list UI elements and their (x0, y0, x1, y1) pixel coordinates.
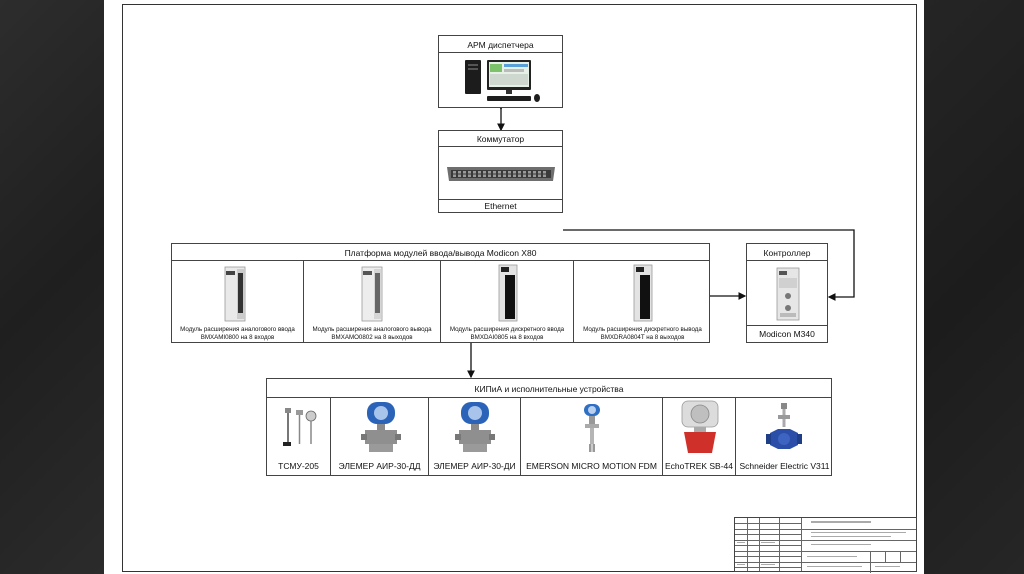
device-cell: Schneider Electric V311 (736, 398, 833, 475)
device-label: Schneider Electric V311 (739, 461, 830, 471)
module-cell: Модуль расширения аналогового ввода BMXA… (172, 261, 304, 342)
module-row: Модуль расширения аналогового ввода BMXA… (172, 261, 709, 342)
workstation-icon (465, 60, 540, 102)
device-label: ЭЛЕМЕР АИР-30-ДИ (433, 461, 516, 471)
device-label: ЭЛЕМЕР АИР-30-ДД (338, 461, 421, 471)
controller-title: Контроллер (763, 248, 811, 258)
module-label-line2: BMXAMO0802 на 8 выходов (331, 334, 413, 341)
controller-label: Modicon M340 (759, 329, 815, 339)
module-label-line2: BMXDAI0805 на 8 входов (470, 334, 544, 341)
device-label: ТСМУ-205 (278, 461, 319, 471)
device-cell: EchoTREK SB-44 (663, 398, 736, 475)
plc-controller-icon (776, 267, 800, 321)
io-module-icon (361, 266, 383, 322)
pressure-transmitter-icon (455, 402, 495, 452)
network-switch-icon (447, 167, 555, 181)
field-box: КИПиА и исполнительные устройства ТСМУ-2… (266, 378, 832, 476)
module-cell: Модуль расширения аналогового вывода BMX… (304, 261, 441, 342)
switch-box: Коммутатор Ethernet (438, 130, 563, 213)
level-gauge-icon (681, 400, 719, 453)
device-cell: ТСМУ-205 (267, 398, 331, 475)
switch-footer: Ethernet (484, 201, 517, 211)
drawing-frame (122, 4, 917, 572)
controller-box: Контроллер Modicon M340 (746, 243, 828, 343)
device-cell: ЭЛЕМЕР АИР-30-ДИ (429, 398, 521, 475)
pressure-transmitter-icon (361, 402, 401, 452)
module-label-line1: Модуль расширения дискретного ввода (449, 326, 565, 333)
arm-box: АРМ диспетчера (438, 35, 563, 108)
density-meter-icon (584, 404, 600, 452)
switch-title: Коммутатор (476, 134, 525, 144)
io-module-icon (224, 266, 246, 322)
module-cell: Модуль расширения дискретного ввода BMXD… (441, 261, 574, 342)
device-cell: EMERSON MICRO MOTION FDM (521, 398, 663, 475)
module-label-line1: Модуль расширения аналогового ввода (180, 326, 295, 333)
module-label-line1: Модуль расширения аналогового вывода (312, 326, 432, 333)
field-title: КИПиА и исполнительные устройства (474, 384, 624, 394)
title-block-stamp (734, 517, 917, 573)
platform-title: Платформа модулей ввода/вывода Modicon X… (344, 248, 537, 258)
thermocouple-icon (283, 408, 317, 446)
io-module-icon (633, 264, 653, 322)
device-row: ТСМУ-205 ЭЛЕМЕР АИР-30-ДД (267, 398, 831, 475)
device-cell: ЭЛЕМЕР АИР-30-ДД (331, 398, 429, 475)
io-module-icon (498, 264, 518, 322)
module-label-line2: BMXAMI0800 на 8 входов (200, 334, 275, 341)
presentation-background-left (0, 0, 104, 574)
platform-box: Платформа модулей ввода/вывода Modicon X… (171, 243, 710, 343)
arm-title: АРМ диспетчера (467, 40, 534, 50)
device-label: EMERSON MICRO MOTION FDM (526, 461, 657, 471)
presentation-background-right (924, 0, 1024, 574)
control-valve-icon (766, 403, 802, 449)
module-label-line1: Модуль расширения дискретного вывода (583, 326, 702, 333)
device-label: EchoTREK SB-44 (664, 461, 734, 471)
module-label-line2: BMXDRA0804T на 8 выходов (600, 334, 685, 341)
module-cell: Модуль расширения дискретного вывода BMX… (574, 261, 711, 342)
